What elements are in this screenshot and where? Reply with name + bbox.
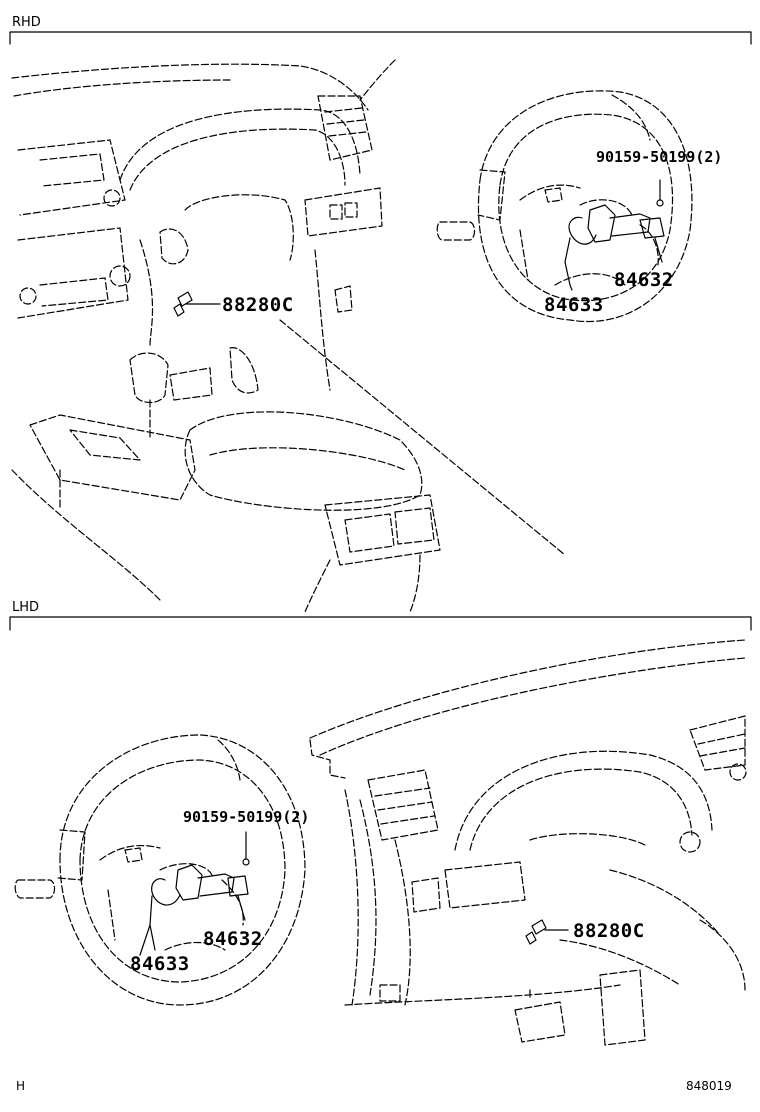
callout-lhd-88280c: 88280C — [573, 920, 645, 942]
section-label-lhd: LHD — [12, 600, 40, 615]
diagram-number: 848019 — [686, 1079, 732, 1093]
callout-rhd-84632: 84632 — [614, 269, 674, 291]
rhd-steering-wheel — [436, 90, 693, 322]
lhd-ambient-sensor-88280c — [525, 919, 569, 945]
callout-lhd-screw: 90159-50199(2) — [183, 808, 310, 826]
rhd-ambient-sensor-88280c — [173, 291, 221, 317]
section-label-rhd: RHD — [12, 15, 41, 30]
footer-left-code: H — [16, 1079, 26, 1093]
lhd-wire-harness-84633 — [139, 878, 181, 956]
lhd-dashboard-drawing — [309, 639, 747, 1046]
callout-rhd-screw: 90159-50199(2) — [596, 148, 723, 166]
callout-lhd-84632: 84632 — [203, 928, 263, 950]
lhd-steering-wheel — [14, 734, 306, 1006]
lhd-switch-assembly-84632 — [175, 831, 250, 921]
rhd-switch-assembly-84632 — [587, 179, 665, 263]
callout-lhd-84633: 84633 — [130, 953, 190, 975]
rhd-dashboard-drawing — [11, 59, 566, 613]
rhd-section-frame — [9, 31, 752, 45]
callout-rhd-88280c: 88280C — [222, 294, 294, 316]
callout-rhd-84633: 84633 — [544, 294, 604, 316]
lhd-section-frame — [9, 616, 752, 631]
rhd-wire-harness-84633 — [564, 216, 597, 291]
